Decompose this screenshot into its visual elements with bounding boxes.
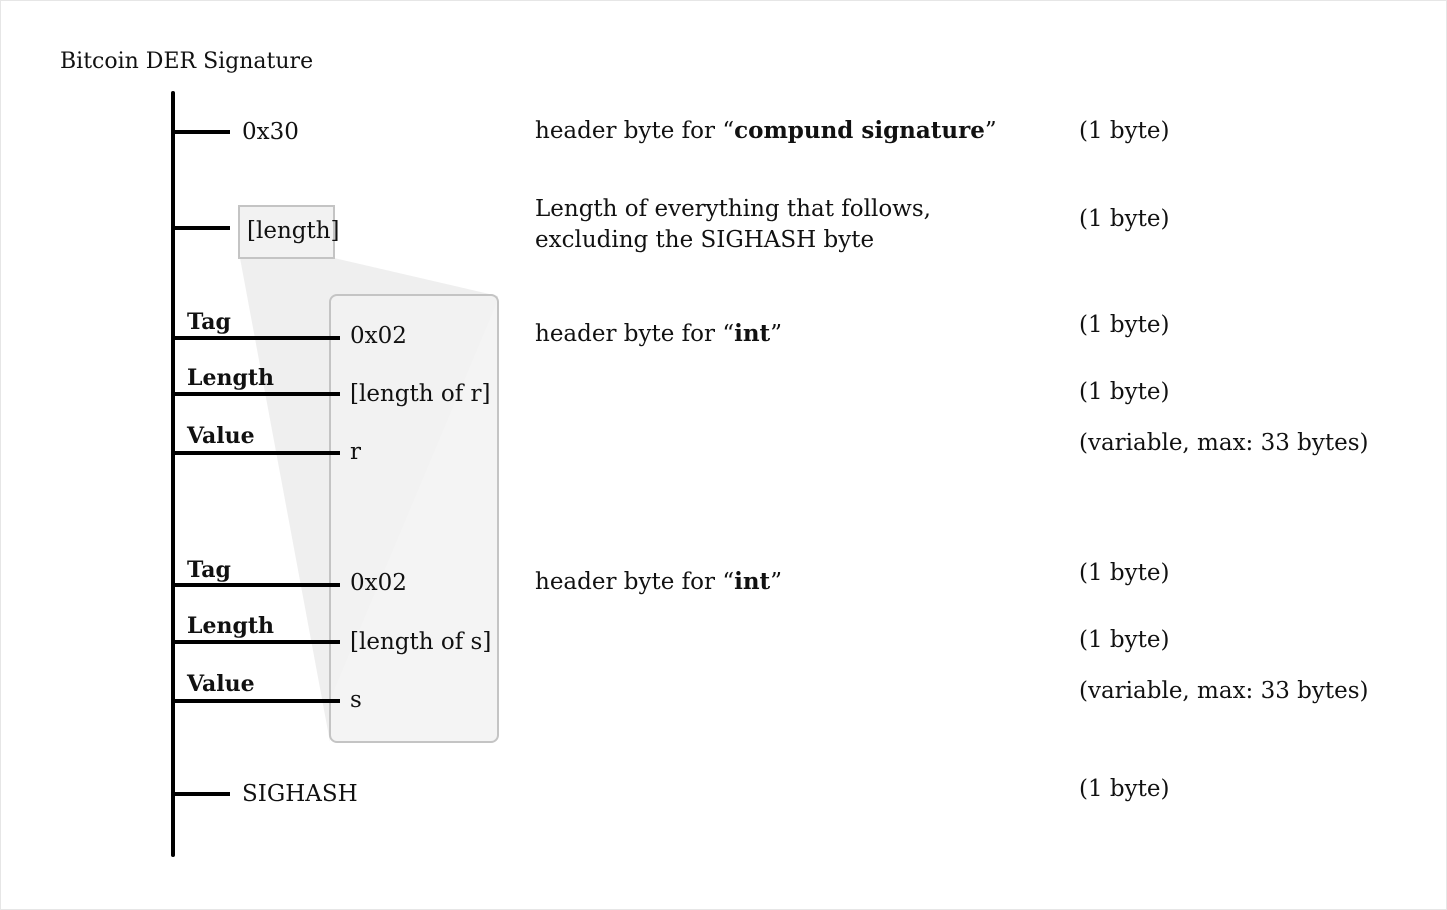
field-r-length: [length of r] — [350, 381, 491, 407]
size-s-tag: (1 byte) — [1079, 560, 1170, 586]
label-s-tag: Tag — [187, 557, 231, 583]
desc-length: Length of everything that follows, exclu… — [535, 196, 931, 253]
size-s-length: (1 byte) — [1079, 627, 1170, 653]
diagram-title: Bitcoin DER Signature — [60, 49, 314, 74]
size-0x30: (1 byte) — [1079, 118, 1170, 144]
label-s-length: Length — [187, 613, 275, 639]
field-sighash: SIGHASH — [242, 781, 358, 807]
label-r-value: Value — [187, 423, 255, 449]
label-r-length: Length — [187, 365, 275, 391]
label-s-value: Value — [187, 671, 255, 697]
desc-s-int: header byte for “int” — [535, 568, 782, 595]
desc-r-int: header byte for “int” — [535, 320, 782, 347]
size-r-length: (1 byte) — [1079, 379, 1170, 405]
size-r-value: (variable, max: 33 bytes) — [1079, 430, 1369, 456]
field-length: [length] — [247, 218, 340, 244]
field-0x30: 0x30 — [242, 119, 299, 145]
label-r-tag: Tag — [187, 309, 231, 335]
field-s-tag: 0x02 — [350, 570, 407, 596]
field-r-tag: 0x02 — [350, 323, 407, 349]
field-r-value: r — [350, 439, 361, 465]
desc-compound-signature: header byte for “compund signature” — [535, 117, 997, 144]
size-s-value: (variable, max: 33 bytes) — [1079, 678, 1369, 704]
field-s-value: s — [350, 687, 362, 713]
length-field-box — [238, 205, 335, 259]
size-sighash: (1 byte) — [1079, 776, 1170, 802]
expanded-length-box — [329, 294, 499, 743]
field-s-length: [length of s] — [350, 629, 492, 655]
size-r-tag: (1 byte) — [1079, 312, 1170, 338]
size-length: (1 byte) — [1079, 206, 1170, 232]
